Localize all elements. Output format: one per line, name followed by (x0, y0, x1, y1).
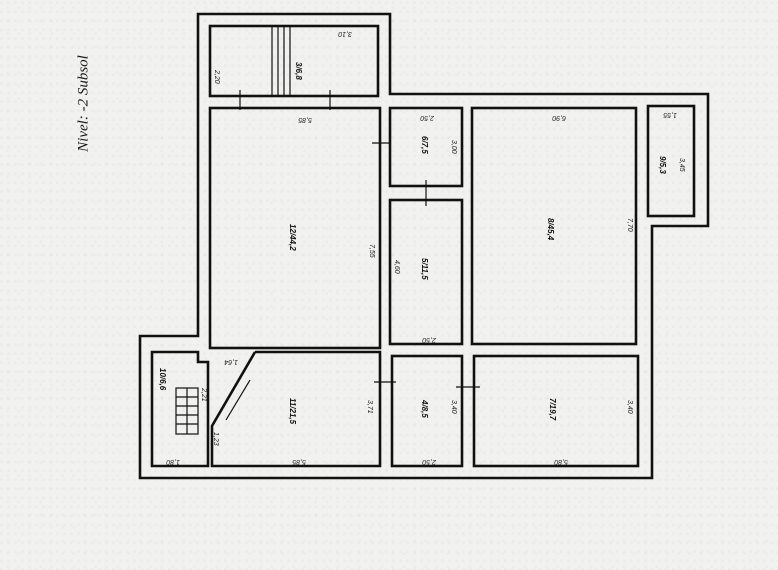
outer-wall (138, 12, 710, 480)
room-12 (208, 106, 382, 350)
svg-text:3,45: 3,45 (678, 158, 685, 172)
svg-text:2,20: 2,20 (213, 69, 220, 84)
svg-text:2,50: 2,50 (422, 458, 437, 465)
room-8 (470, 106, 638, 346)
room-9-label: 9/5,3 (658, 156, 667, 174)
svg-text:5,85: 5,85 (292, 458, 306, 465)
svg-text:3,10: 3,10 (338, 30, 352, 37)
room-10-label: 10/6,6 (158, 368, 167, 391)
svg-text:1,23: 1,23 (212, 432, 219, 446)
svg-text:4,60: 4,60 (393, 260, 400, 274)
room-3 (208, 24, 380, 98)
svg-text:5,80: 5,80 (554, 458, 568, 465)
svg-text:1,64: 1,64 (224, 358, 238, 365)
room-8-label: 8/45,4 (546, 218, 555, 241)
svg-text:6,90: 6,90 (552, 114, 566, 121)
svg-text:3,40: 3,40 (450, 400, 457, 414)
svg-text:2,21: 2,21 (200, 387, 207, 402)
svg-text:1,80: 1,80 (166, 458, 180, 465)
svg-text:2,50: 2,50 (422, 336, 437, 343)
room-5-label: 5/11,5 (420, 258, 429, 280)
room-11-label: 11/21,5 (288, 398, 297, 425)
svg-text:3,71: 3,71 (366, 400, 373, 414)
room-4-label: 4/8,5 (420, 399, 429, 418)
room-7 (472, 354, 640, 468)
svg-text:1,55: 1,55 (663, 111, 677, 118)
svg-text:3,00: 3,00 (450, 140, 457, 154)
svg-text:7,70: 7,70 (626, 218, 633, 232)
room-4 (390, 354, 464, 468)
svg-text:2,50: 2,50 (420, 114, 435, 121)
room-7-label: 7/19,7 (548, 398, 557, 421)
svg-text:7,55: 7,55 (368, 244, 375, 258)
svg-text:5,85: 5,85 (298, 116, 312, 123)
svg-text:3,40: 3,40 (626, 400, 633, 414)
room-12-label: 12/44,2 (288, 224, 297, 251)
room-3-label: 3/6,8 (294, 62, 303, 80)
room-11 (210, 350, 382, 468)
room-10 (150, 350, 210, 468)
room-9 (646, 104, 696, 218)
room-6-label: 6/7,5 (420, 136, 429, 154)
